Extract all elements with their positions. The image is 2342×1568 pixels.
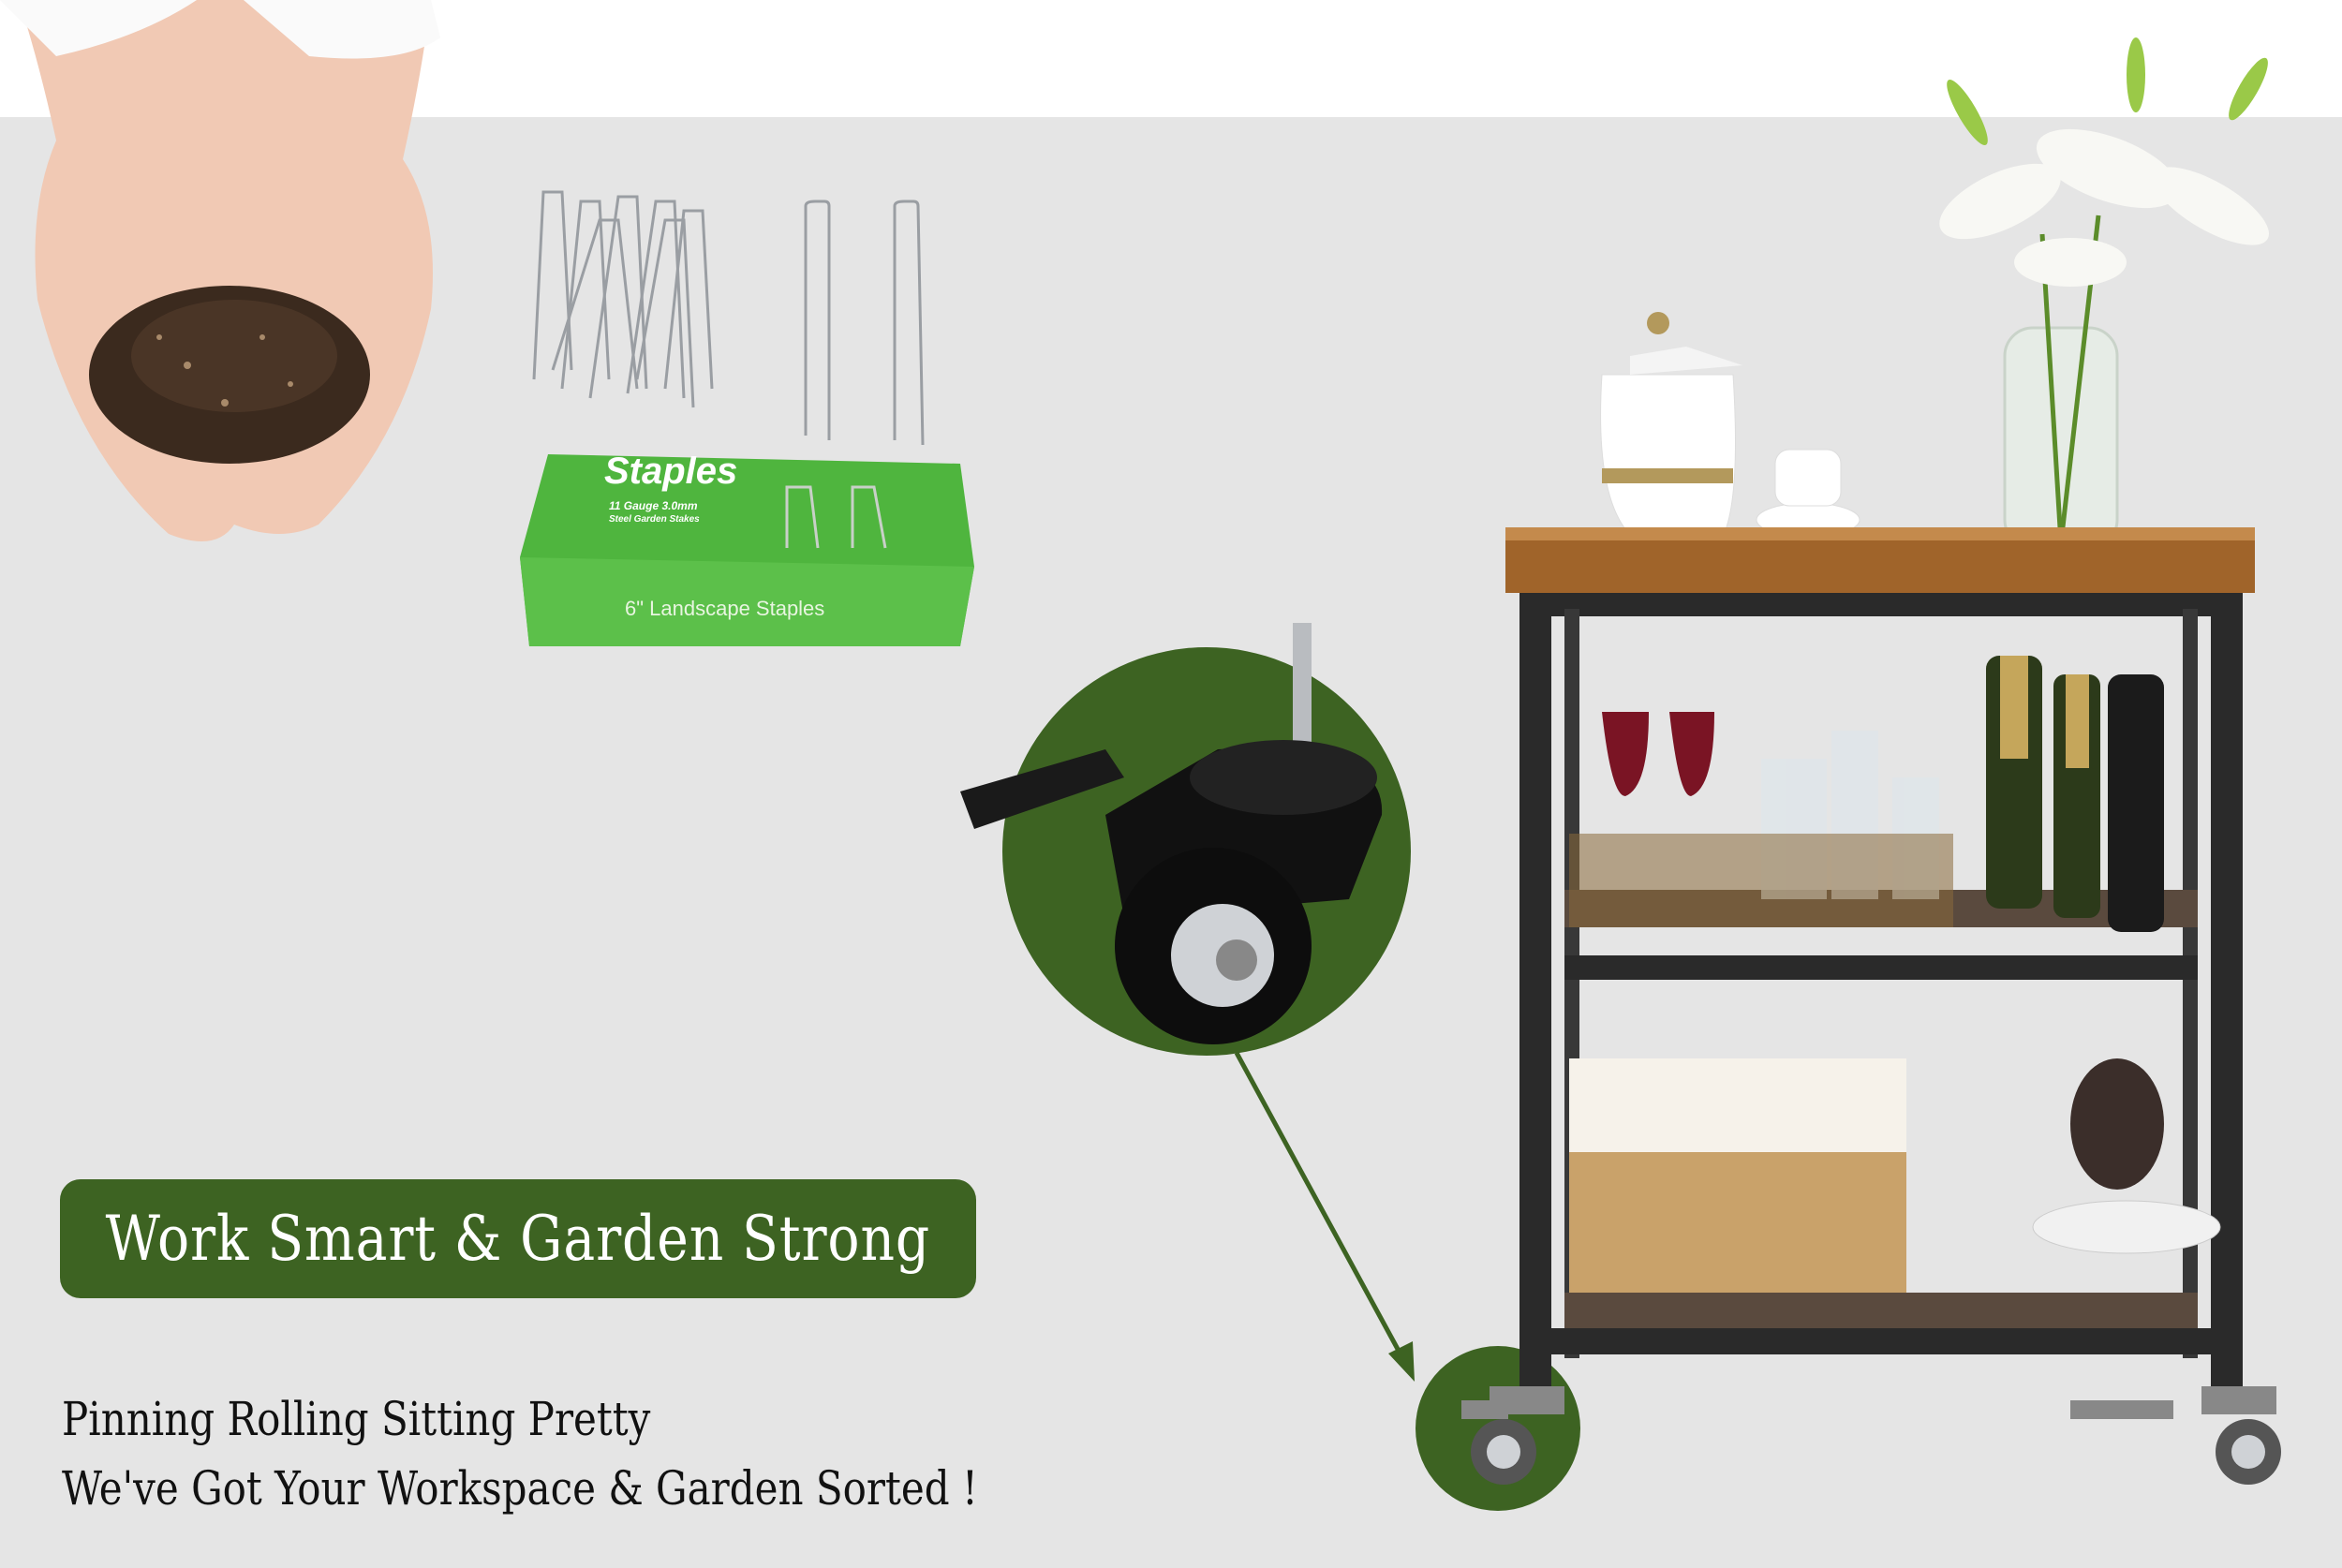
callout-arrow-line [1234, 1051, 1408, 1365]
box-side-label: 6" Landscape Staples [625, 597, 825, 620]
box-subtitle-stakes: Steel Garden Stakes [609, 514, 700, 525]
rolling-cart-image [1461, 37, 2281, 1485]
tagline-line-2: We've Got Your Workspace & Garden Sorted… [62, 1461, 978, 1516]
box-title: Staples [604, 451, 738, 492]
headline-text: Work Smart & Garden Strong [105, 1203, 931, 1275]
caster-wheel-image [960, 623, 1383, 1044]
staples-box: Staples 11 Gauge 3.0mm Steel Garden Stak… [520, 451, 974, 646]
hands-with-soil-image [0, 0, 440, 541]
staples-pile-image [532, 190, 925, 446]
tagline-line-1: Pinning Rolling Sitting Pretty [62, 1392, 651, 1446]
box-subtitle-gauge: 11 Gauge 3.0mm [609, 499, 698, 512]
callout-arrowhead [1388, 1341, 1415, 1382]
headline-banner: Work Smart & Garden Strong [60, 1179, 976, 1298]
